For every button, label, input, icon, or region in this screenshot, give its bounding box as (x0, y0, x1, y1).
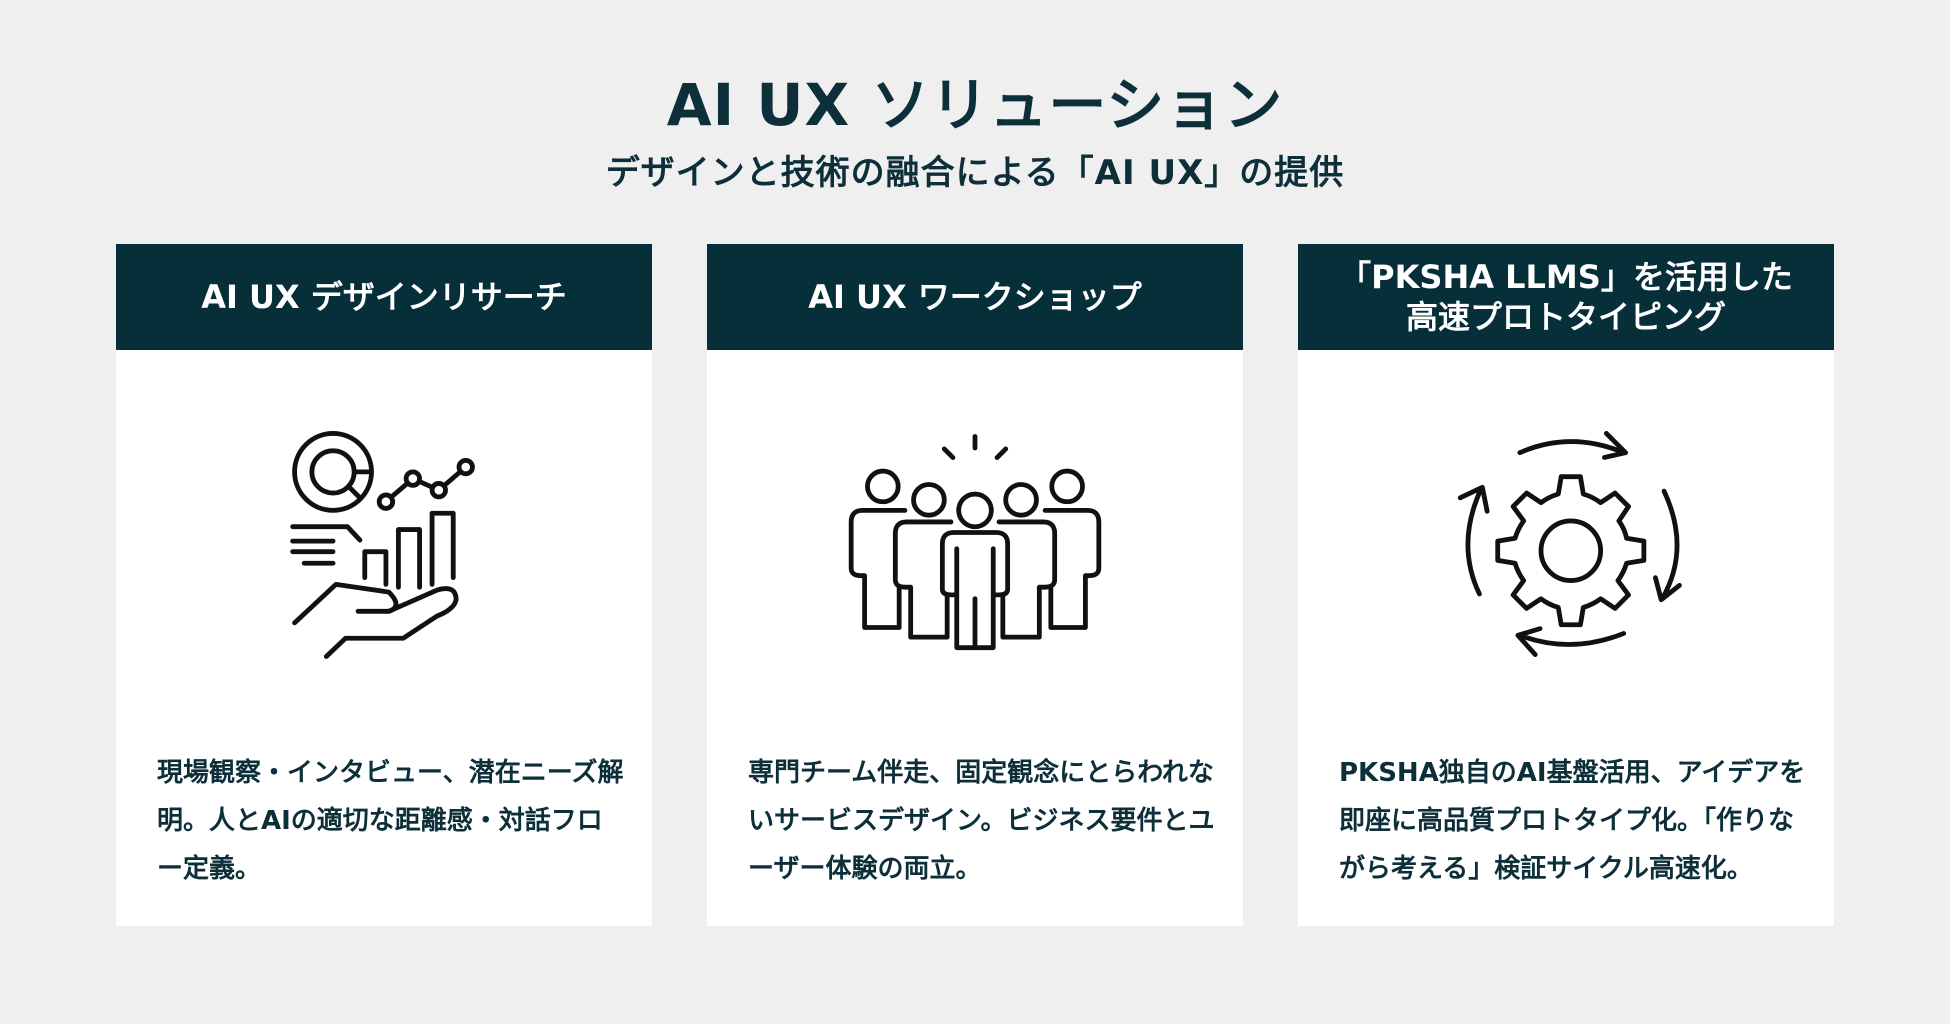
page-title: AI UX ソリューション (666, 71, 1284, 139)
card-title: 「PKSHA LLMS」を活用した 高速プロトタイピング (1298, 244, 1834, 350)
card-description: 専門チーム伴走、固定観念にとらわれないサービスデザイン。ビジネス要件とユーザー体… (748, 758, 1215, 884)
card-title: AI UX ワークショップ (707, 244, 1243, 350)
team-group-icon (707, 414, 1243, 674)
card-description: PKSHA独自のAI基盤活用、アイデアを即座に高品質プロトタイプ化。「作りながら… (1339, 758, 1806, 884)
gear-cycle-icon (1298, 414, 1834, 674)
card-ai-ux-design-research: AI UX デザインリサーチ 現場観察・インタビュー、潜在ニーズ解明。人とAIの… (116, 244, 652, 926)
card-title: AI UX デザインリサーチ (116, 244, 652, 350)
data-analysis-hand-icon (116, 414, 652, 674)
page-subtitle: デザインと技術の融合による「AI UX」の提供 (605, 153, 1345, 193)
card-description: 現場観察・インタビュー、潜在ニーズ解明。人とAIの適切な距離感・対話フロー定義。 (157, 758, 624, 884)
card-ai-ux-workshop: AI UX ワークショップ 専門チーム伴走、固定観念にとらわれないサー (707, 244, 1243, 926)
card-pksha-llms-prototyping: 「PKSHA LLMS」を活用した 高速プロトタイピング PKSHA独自のAI基… (1298, 244, 1834, 926)
